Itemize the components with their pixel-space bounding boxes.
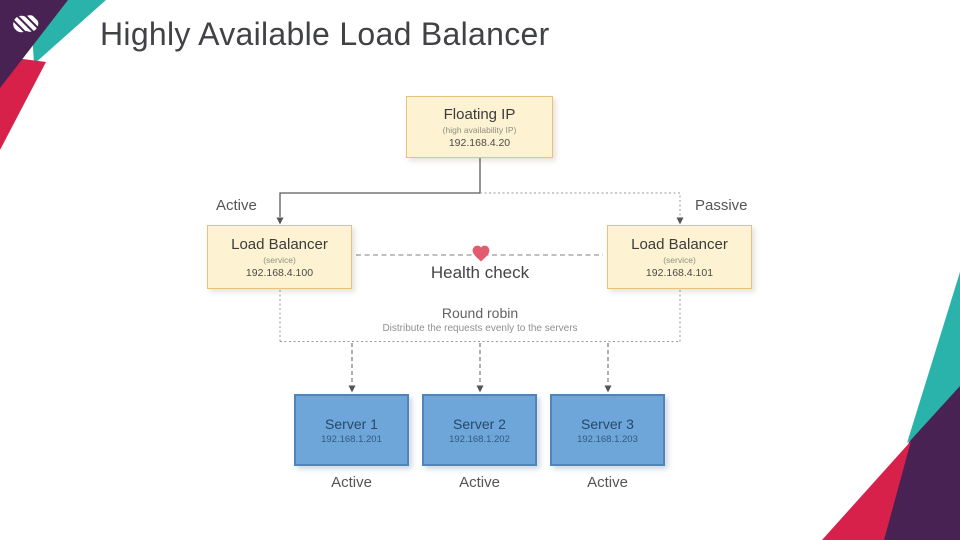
node-title: Floating IP xyxy=(443,105,516,123)
node-title: Server 2 xyxy=(453,415,506,432)
corner-decoration-bottom-right xyxy=(822,272,960,540)
node-server-3: Server 3 192.168.1.203 xyxy=(550,394,665,466)
round-robin-title: Round robin xyxy=(441,305,519,321)
node-server-2: Server 2 192.168.1.202 xyxy=(422,394,537,466)
node-title: Load Balancer xyxy=(631,235,728,253)
node-ip: 192.168.4.100 xyxy=(245,266,314,279)
node-title: Server 3 xyxy=(581,415,634,432)
node-ip: 192.168.4.101 xyxy=(645,266,714,279)
node-load-balancer-passive: Load Balancer (service) 192.168.4.101 xyxy=(607,225,752,289)
brand-logo-icon xyxy=(13,15,39,33)
node-subtitle: (service) xyxy=(663,254,696,265)
lb-passive-state-label: Passive xyxy=(695,197,748,214)
node-server-1: Server 1 192.168.1.201 xyxy=(294,394,409,466)
node-ip: 192.168.1.203 xyxy=(577,433,638,445)
node-title: Load Balancer xyxy=(231,235,328,253)
node-ip: 192.168.1.201 xyxy=(321,433,382,445)
node-title: Server 1 xyxy=(325,415,378,432)
corner-decoration-top-left xyxy=(0,0,106,150)
heart-icon xyxy=(472,245,490,262)
round-robin-subtitle: Distribute the requests evenly to the se… xyxy=(382,323,578,334)
server-2-state-label: Active xyxy=(459,474,500,491)
health-check-label: Health check xyxy=(430,263,530,282)
node-floating-ip: Floating IP (high availability IP) 192.1… xyxy=(406,96,553,158)
round-robin-note: Round robin Distribute the requests even… xyxy=(310,305,650,334)
node-subtitle: (high availability IP) xyxy=(442,124,517,135)
server-1-state-label: Active xyxy=(331,474,372,491)
server-3-state-label: Active xyxy=(587,474,628,491)
page-title: Highly Available Load Balancer xyxy=(100,16,550,52)
node-load-balancer-active: Load Balancer (service) 192.168.4.100 xyxy=(207,225,352,289)
node-ip: 192.168.4.20 xyxy=(448,136,511,149)
node-ip: 192.168.1.202 xyxy=(449,433,510,445)
lb-active-state-label: Active xyxy=(216,197,257,214)
node-subtitle: (service) xyxy=(263,254,296,265)
